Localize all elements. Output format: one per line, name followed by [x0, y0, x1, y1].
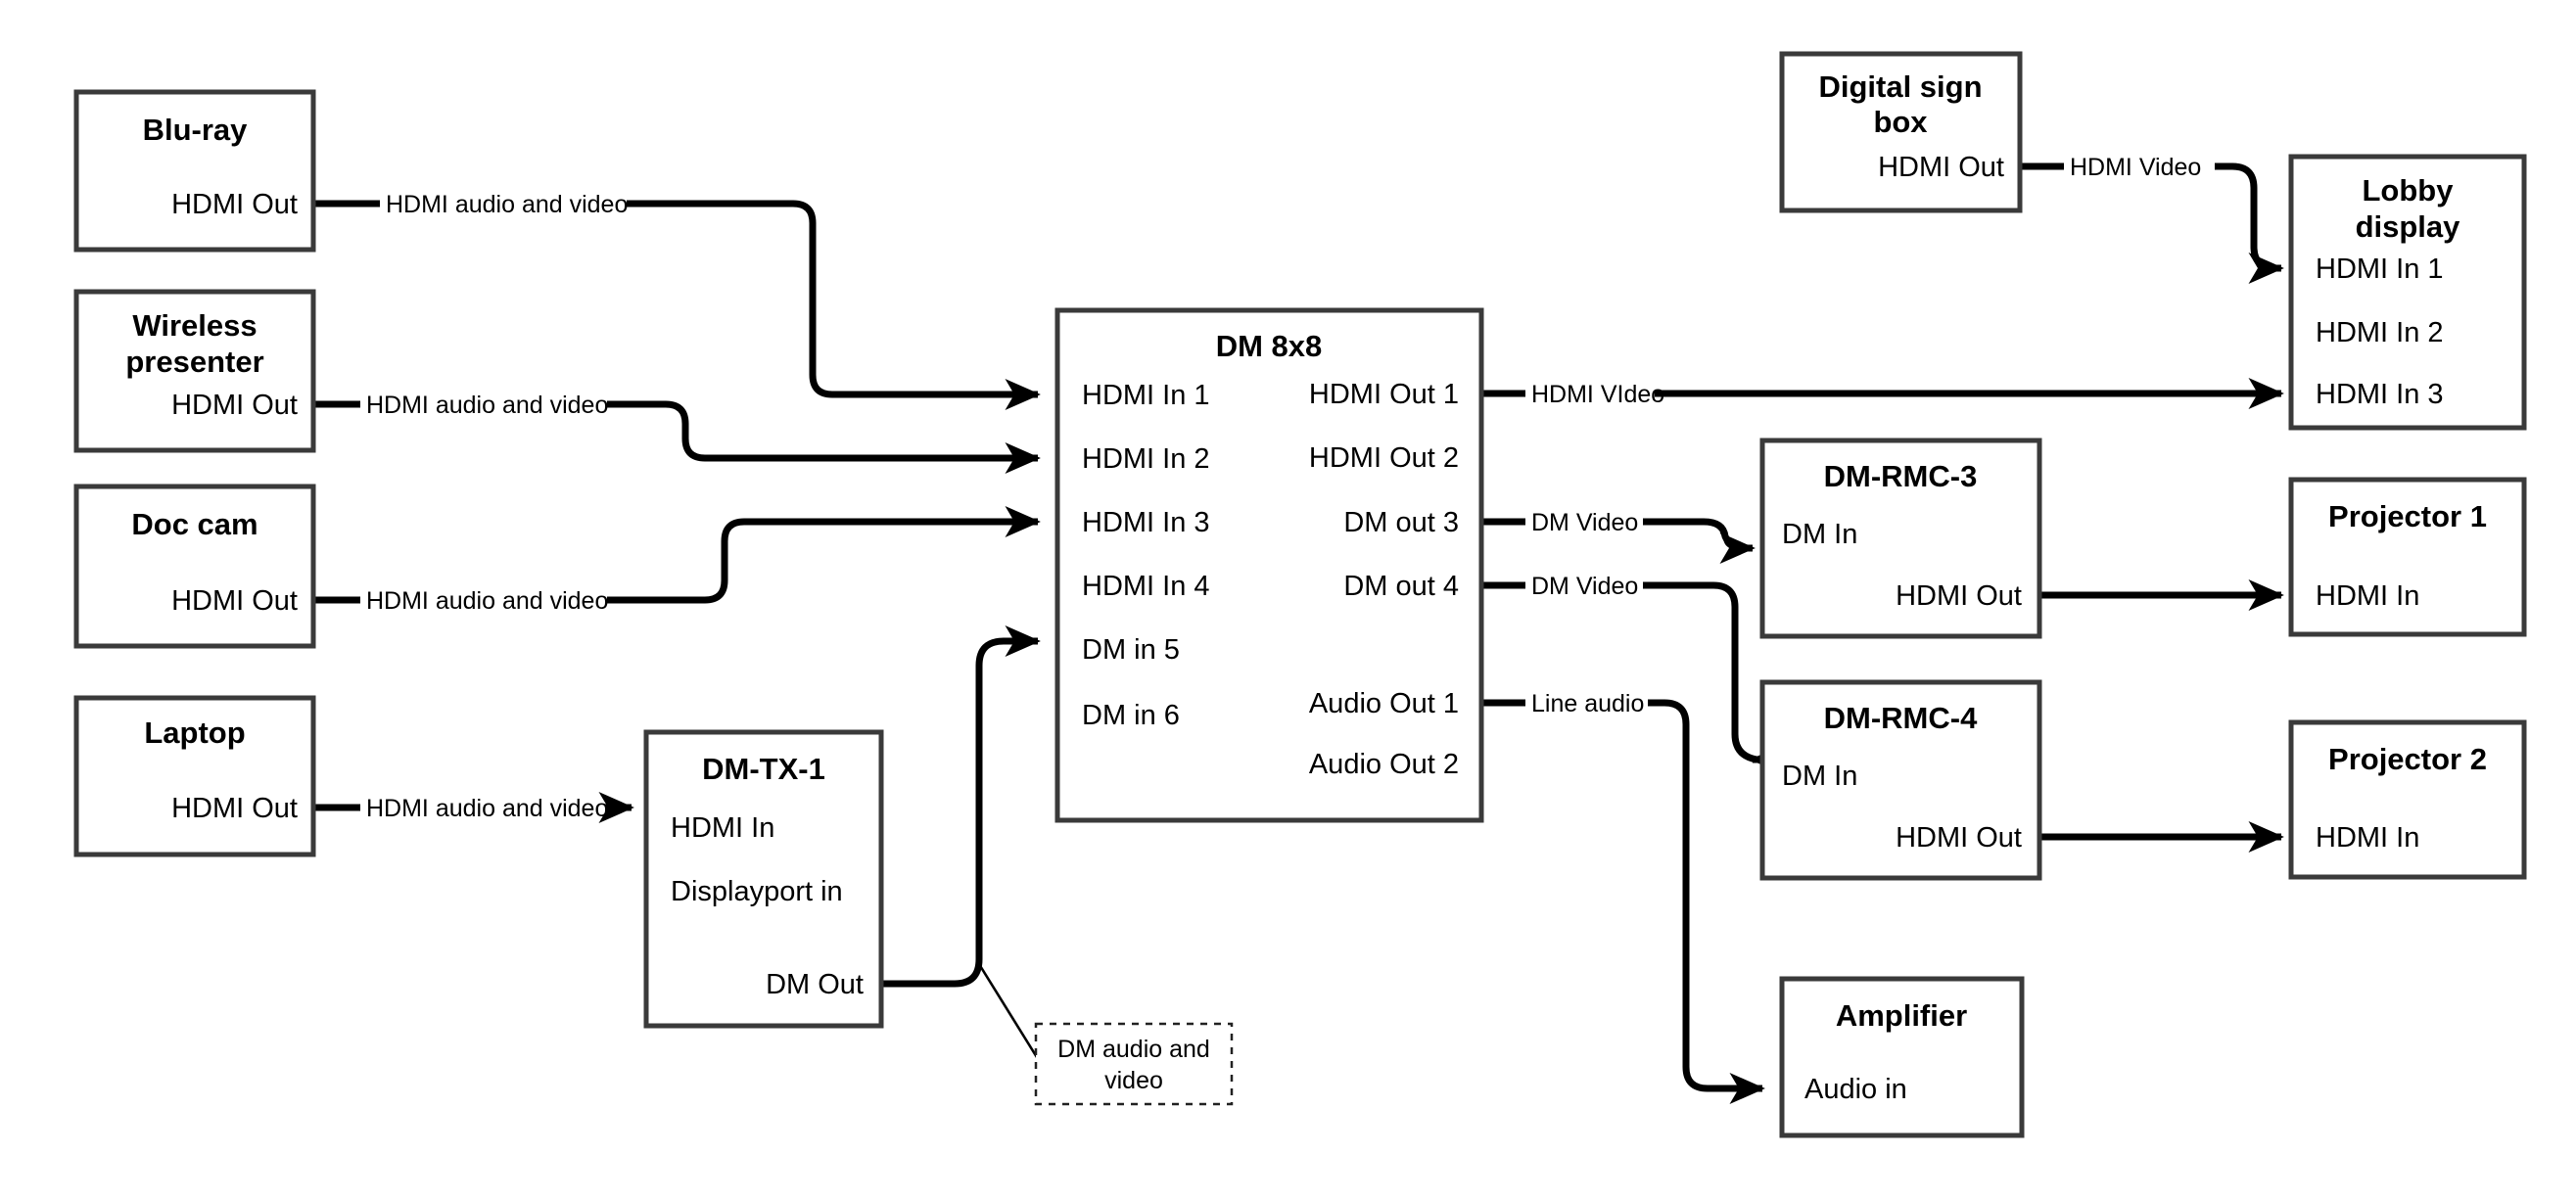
wireless-presenter-box[interactable] [73, 289, 316, 453]
dm-8x8-output-3: DM out 3 [1343, 507, 1459, 538]
edge-dm8x8-out3-to-rmc3 [1643, 518, 1756, 565]
dm-rmc-3-title: DM-RMC-3 [1824, 459, 1978, 493]
doc-cam-title: Doc cam [131, 507, 258, 541]
lobby-display-title-line1: Lobby [2363, 173, 2455, 208]
amplifier-box[interactable] [1779, 976, 2025, 1138]
dm-rmc-3-port-hdmi-out: HDMI Out [1896, 580, 2022, 612]
dm-rmc-3-box[interactable] [1759, 438, 2042, 639]
node-lobby-display[interactable]: Lobby display HDMI In 1 HDMI In 2 HDMI I… [2288, 154, 2527, 431]
bluray-box[interactable] [73, 89, 316, 253]
edge-label-dmout1-to-lobby: HDMI VIdeo [1531, 381, 1664, 408]
dm-8x8-input-2: HDMI In 2 [1082, 443, 1210, 475]
dm-8x8-box[interactable] [1054, 307, 1484, 823]
edge-dmtx1-to-dm8x8 [881, 624, 1041, 988]
dm-8x8-input-5: DM in 5 [1082, 634, 1180, 666]
edge-label-doccam-to-dm: HDMI audio and video [366, 587, 608, 615]
lobby-display-box[interactable] [2288, 154, 2527, 431]
edge-sign-to-lobby [2215, 162, 2284, 285]
edge-dm8x8-audio1-to-amplifier [1648, 699, 1765, 1105]
node-amplifier[interactable]: Amplifier Audio in [1779, 976, 2025, 1138]
dm-8x8-output-1: HDMI Out 1 [1309, 379, 1459, 410]
edge-labels: HDMI audio and video HDMI audio and vide… [366, 154, 2201, 822]
dm-rmc-3-port-dm-in: DM In [1782, 519, 1857, 550]
edge-label-wireless-to-dm: HDMI audio and video [366, 392, 608, 419]
digital-sign-title-line1: Digital sign [1818, 69, 1982, 104]
digital-sign-port-hdmi-out: HDMI Out [1878, 152, 2004, 183]
dm-tx-1-port-hdmi-in: HDMI In [671, 812, 774, 844]
dm-8x8-input-4: HDMI In 4 [1082, 571, 1210, 602]
dm-tx-1-port-dm-out: DM Out [766, 969, 864, 1000]
dm-tx-1-title: DM-TX-1 [702, 752, 825, 786]
laptop-port-hdmi-out: HDMI Out [171, 793, 298, 824]
node-bluray[interactable]: Blu-ray HDMI Out [73, 89, 316, 253]
wireless-presenter-title-line2: presenter [125, 345, 263, 379]
dm-8x8-output-5: Audio Out 1 [1309, 688, 1459, 719]
projector-2-box[interactable] [2288, 719, 2527, 880]
node-dm-tx-1[interactable]: DM-TX-1 HDMI In Displayport in DM Out [643, 729, 884, 1029]
lobby-display-input-2: HDMI In 2 [2316, 317, 2444, 348]
node-wireless-presenter[interactable]: Wireless presenter HDMI Out [73, 289, 316, 453]
amplifier-port-audio-in: Audio in [1804, 1074, 1907, 1105]
wireless-presenter-title-line1: Wireless [132, 308, 257, 343]
projector-2-title: Projector 2 [2328, 742, 2487, 776]
node-laptop[interactable]: Laptop HDMI Out [73, 695, 316, 857]
node-dm-8x8[interactable]: DM 8x8 HDMI In 1 HDMI In 2 HDMI In 3 HDM… [1054, 307, 1484, 823]
node-dm-rmc-4[interactable]: DM-RMC-4 DM In HDMI Out [1759, 679, 2042, 881]
digital-sign-box[interactable] [1779, 51, 2023, 213]
doc-cam-port-hdmi-out: HDMI Out [171, 585, 298, 617]
projector-1-box[interactable] [2288, 477, 2527, 637]
node-doc-cam[interactable]: Doc cam HDMI Out [73, 484, 316, 649]
laptop-box[interactable] [73, 695, 316, 857]
node-digital-sign-box[interactable]: Digital sign box HDMI Out [1779, 51, 2023, 213]
edge-dm8x8-out4-to-rmc4 [1643, 581, 1786, 776]
node-projector-1[interactable]: Projector 1 HDMI In [2288, 477, 2527, 637]
dm-8x8-output-2: HDMI Out 2 [1309, 442, 1459, 474]
edge-label-dmout3-to-rmc3: DM Video [1531, 509, 1638, 536]
dm-rmc-4-box[interactable] [1759, 679, 2042, 881]
edge-wireless-to-dm8x8 [607, 400, 1041, 475]
edge-bluray-to-dm8x8 [627, 200, 1041, 411]
wireless-presenter-port-hdmi-out: HDMI Out [171, 390, 298, 421]
edge-label-sign-to-lobby: HDMI Video [2070, 154, 2201, 181]
edge-label-laptop-to-tx: HDMI audio and video [366, 795, 608, 822]
digital-sign-title-line2: box [1873, 105, 1928, 139]
lobby-display-input-3: HDMI In 3 [2316, 379, 2444, 410]
note-leader-line [977, 963, 1042, 1063]
bluray-port-hdmi-out: HDMI Out [171, 189, 298, 220]
dm-8x8-input-6: DM in 6 [1082, 700, 1180, 731]
lobby-display-input-1: HDMI In 1 [2316, 254, 2444, 285]
amplifier-title: Amplifier [1836, 998, 1967, 1033]
projector-1-title: Projector 1 [2328, 499, 2487, 533]
projector-2-port-hdmi-in: HDMI In [2316, 822, 2419, 854]
dm-8x8-input-1: HDMI In 1 [1082, 380, 1210, 411]
laptop-title: Laptop [144, 716, 245, 750]
annotation-dm-audio-and-video: DM audio and video [1034, 1022, 1234, 1106]
edge-doccam-to-dm8x8 [607, 505, 1041, 604]
edge-label-bluray-to-dm: HDMI audio and video [386, 191, 628, 218]
edge-label-dmout4-to-rmc4: DM Video [1531, 573, 1638, 600]
dm-link-note-line1: DM audio and [1057, 1036, 1210, 1063]
projector-1-port-hdmi-in: HDMI In [2316, 580, 2419, 612]
dm-link-note-box [1034, 1022, 1234, 1106]
dm-rmc-4-port-dm-in: DM In [1782, 761, 1857, 792]
node-projector-2[interactable]: Projector 2 HDMI In [2288, 719, 2527, 880]
edge-label-audio1-to-amp: Line audio [1531, 690, 1644, 717]
dm-rmc-4-title: DM-RMC-4 [1824, 701, 1978, 735]
dm-link-note-line2: video [1104, 1067, 1163, 1094]
dm-8x8-input-3: HDMI In 3 [1082, 507, 1210, 538]
bluray-title: Blu-ray [143, 113, 249, 147]
doc-cam-box[interactable] [73, 484, 316, 649]
lobby-display-title-line2: display [2356, 209, 2461, 244]
dm-8x8-output-6: Audio Out 2 [1309, 749, 1459, 780]
dm-8x8-title: DM 8x8 [1216, 329, 1323, 363]
dm-tx-1-port-displayport-in: Displayport in [671, 876, 843, 907]
dm-tx-1-box[interactable] [643, 729, 884, 1029]
node-dm-rmc-3[interactable]: DM-RMC-3 DM In HDMI Out [1759, 438, 2042, 639]
dm-8x8-output-4: DM out 4 [1343, 571, 1459, 602]
dm-rmc-4-port-hdmi-out: HDMI Out [1896, 822, 2022, 854]
